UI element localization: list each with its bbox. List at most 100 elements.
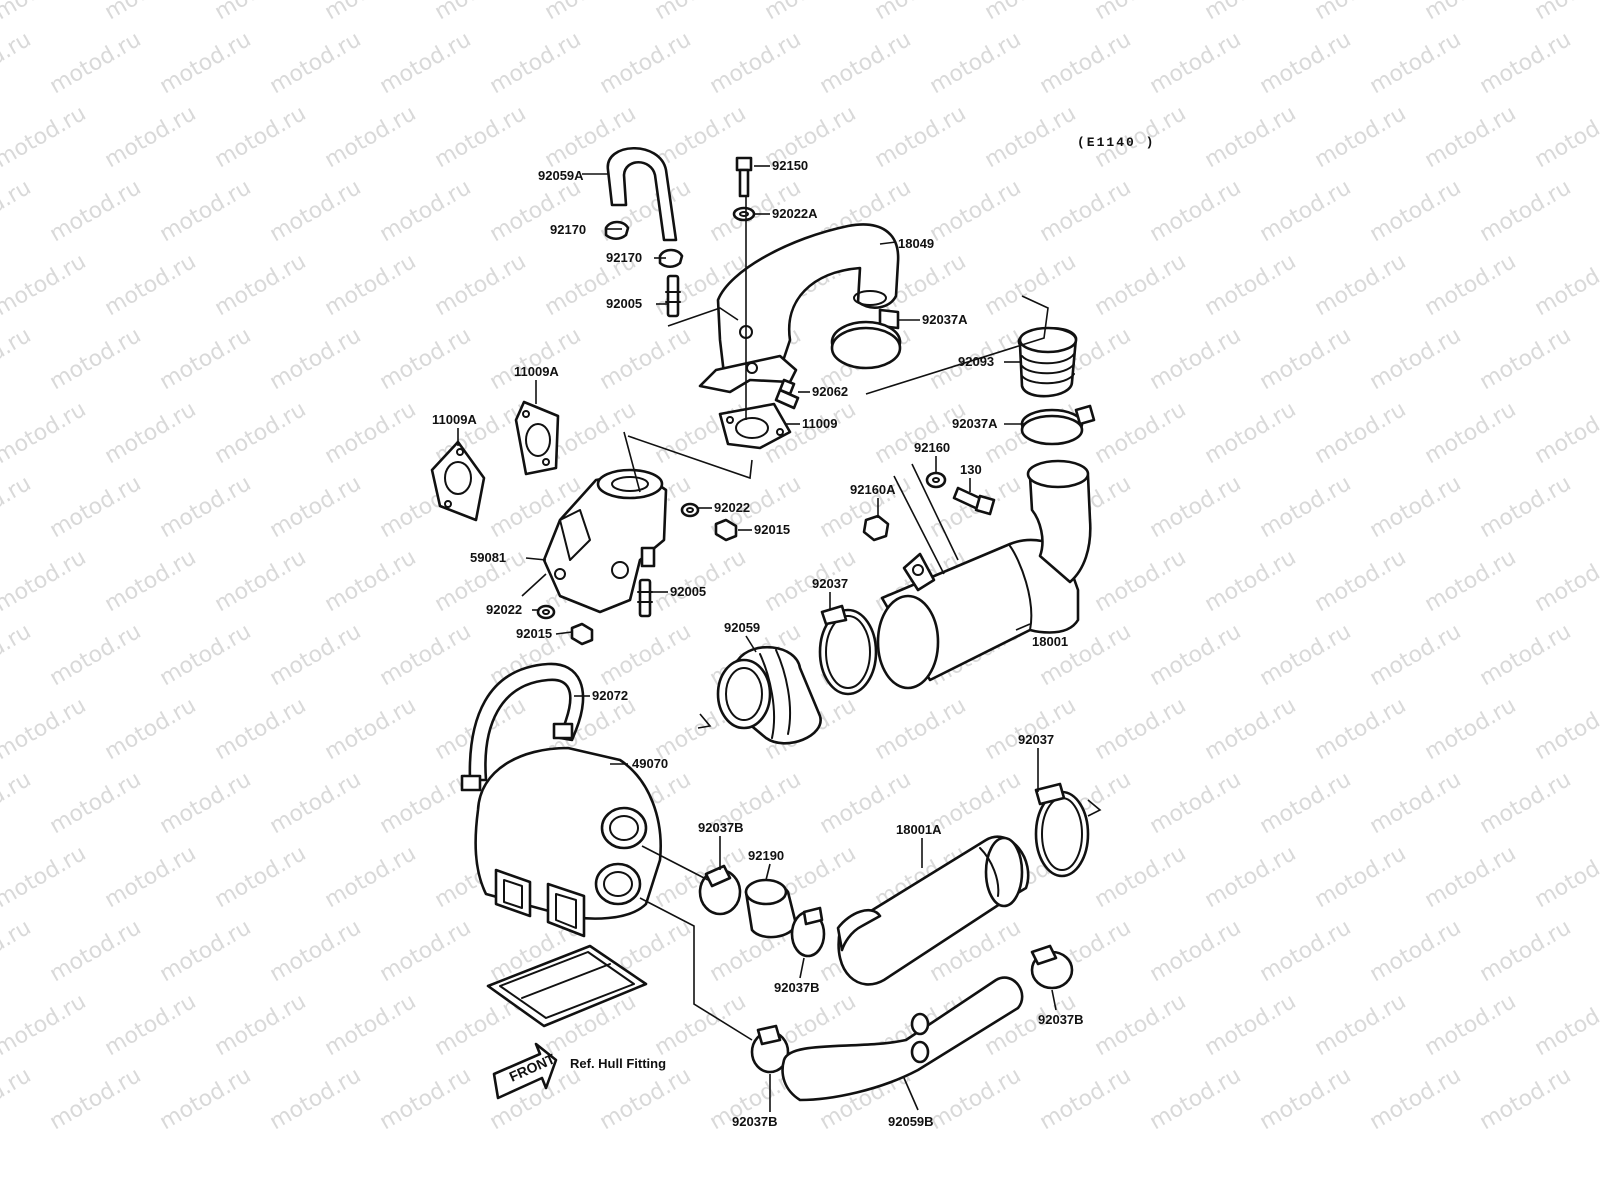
watermark-text: motod.ru: [266, 471, 366, 543]
clamp-92037B-c: [1030, 944, 1074, 990]
watermark-text: motod.ru: [1201, 545, 1301, 617]
callout-92005-lower: 92005: [670, 584, 706, 599]
watermark-text: motod.ru: [156, 915, 256, 987]
watermark-text: motod.ru: [0, 175, 35, 247]
watermark-text: motod.ru: [926, 27, 1026, 99]
watermark-text: motod.ru: [1091, 397, 1191, 469]
watermark-text: motod.ru: [266, 619, 366, 691]
watermark-text: motod.ru: [1531, 545, 1600, 617]
watermark-text: motod.ru: [0, 693, 90, 765]
watermark-text: motod.ru: [981, 693, 1081, 765]
watermark-text: motod.ru: [1146, 915, 1246, 987]
clamp-92037B-b: [790, 906, 826, 958]
watermark-text: motod.ru: [321, 545, 421, 617]
hose-92059A: [606, 147, 678, 242]
watermark-text: motod.ru: [0, 767, 35, 839]
watermark-text: motod.ru: [761, 0, 861, 25]
watermark-text: motod.ru: [1256, 27, 1356, 99]
callout-92022A: 92022A: [772, 206, 818, 221]
watermark-text: motod.ru: [1476, 27, 1576, 99]
callout-92072: 92072: [592, 688, 628, 703]
watermark-text: motod.ru: [101, 841, 201, 913]
clamp-92037A-lower: [1020, 404, 1096, 446]
gasket-11009A-left: [430, 440, 486, 522]
watermark-text: motod.ru: [981, 0, 1081, 25]
watermark-text: motod.ru: [101, 397, 201, 469]
watermark-text: motod.ru: [376, 323, 476, 395]
watermark-text: motod.ru: [1311, 101, 1411, 173]
diagram-code: (E1140 ): [1077, 135, 1155, 150]
watermark-text: motod.ru: [156, 323, 256, 395]
watermark-text: motod.ru: [1201, 841, 1301, 913]
callout-92037B-d: 92037B: [732, 1114, 778, 1129]
watermark-text: motod.ru: [1476, 175, 1576, 247]
callout-18049: 18049: [898, 236, 934, 251]
watermark-text: motod.ru: [1256, 619, 1356, 691]
watermark-text: motod.ru: [321, 841, 421, 913]
callout-92015-left: 92015: [516, 626, 552, 641]
watermark-text: motod.ru: [266, 175, 366, 247]
callout-92022-right: 92022: [714, 500, 750, 515]
callout-92160: 92160: [914, 440, 950, 455]
watermark-text: motod.ru: [1531, 0, 1600, 25]
watermark-text: motod.ru: [596, 323, 696, 395]
watermark-text: motod.ru: [0, 397, 90, 469]
watermark-text: motod.ru: [1366, 27, 1466, 99]
watermark-text: motod.ru: [1421, 693, 1521, 765]
watermark-text: motod.ru: [1421, 397, 1521, 469]
clamp-92037B-a: [698, 864, 742, 916]
callout-92190: 92190: [748, 848, 784, 863]
watermark-text: motod.ru: [1146, 767, 1246, 839]
watermark-text: motod.ru: [376, 915, 476, 987]
watermark-text: motod.ru: [46, 619, 146, 691]
watermark-text: motod.ru: [596, 1063, 696, 1135]
watermark-text: motod.ru: [0, 101, 90, 173]
bolt-130: [952, 486, 996, 516]
watermark-text: motod.ru: [431, 249, 531, 321]
fitting-92062: [774, 378, 800, 410]
watermark-text: motod.ru: [1366, 1063, 1466, 1135]
watermark-text: motod.ru: [1146, 471, 1246, 543]
watermark-text: motod.ru: [651, 545, 751, 617]
watermark-text: motod.ru: [926, 175, 1026, 247]
watermark-text: motod.ru: [981, 101, 1081, 173]
watermark-text: motod.ru: [1476, 323, 1576, 395]
watermark-text: motod.ru: [156, 619, 256, 691]
watermark-text: motod.ru: [1256, 767, 1356, 839]
watermark-text: motod.ru: [376, 175, 476, 247]
watermark-text: motod.ru: [266, 27, 366, 99]
watermark-text: motod.ru: [1091, 841, 1191, 913]
watermark-text: motod.ru: [156, 471, 256, 543]
watermark-text: motod.ru: [1421, 841, 1521, 913]
fitting-92005-upper: [665, 274, 681, 318]
watermark-text: motod.ru: [1476, 471, 1576, 543]
front-arrow: [492, 1042, 558, 1100]
callout-92005-upper: 92005: [606, 296, 642, 311]
watermark-text: motod.ru: [1311, 0, 1411, 25]
watermark-text: motod.ru: [1036, 175, 1136, 247]
watermark-text: motod.ru: [1366, 175, 1466, 247]
watermark-text: motod.ru: [1531, 989, 1600, 1061]
watermark-text: motod.ru: [101, 545, 201, 617]
watermark-text: motod.ru: [266, 1063, 366, 1135]
watermark-text: motod.ru: [101, 0, 201, 25]
watermark-text: motod.ru: [321, 249, 421, 321]
watermark-text: motod.ru: [266, 323, 366, 395]
callout-92037B-b: 92037B: [774, 980, 820, 995]
watermark-text: motod.ru: [1201, 989, 1301, 1061]
clamp-92037-right: [1034, 782, 1090, 878]
watermark-text: motod.ru: [1531, 693, 1600, 765]
callout-18001A: 18001A: [896, 822, 942, 837]
watermark-text: motod.ru: [1476, 1063, 1576, 1135]
watermark-text: motod.ru: [0, 471, 35, 543]
watermark-text: motod.ru: [1311, 397, 1411, 469]
callout-11009A-right: 11009A: [514, 364, 559, 379]
watermark-text: motod.ru: [321, 693, 421, 765]
leader-lines: [457, 165, 1102, 1112]
watermark-text: motod.ru: [376, 767, 476, 839]
watermark-text: motod.ru: [596, 27, 696, 99]
watermark-text: motod.ru: [101, 249, 201, 321]
hull-fitting-frame: [486, 944, 648, 1028]
watermark-text: motod.ru: [1091, 0, 1191, 25]
callout-92037A-upper: 92037A: [922, 312, 968, 327]
